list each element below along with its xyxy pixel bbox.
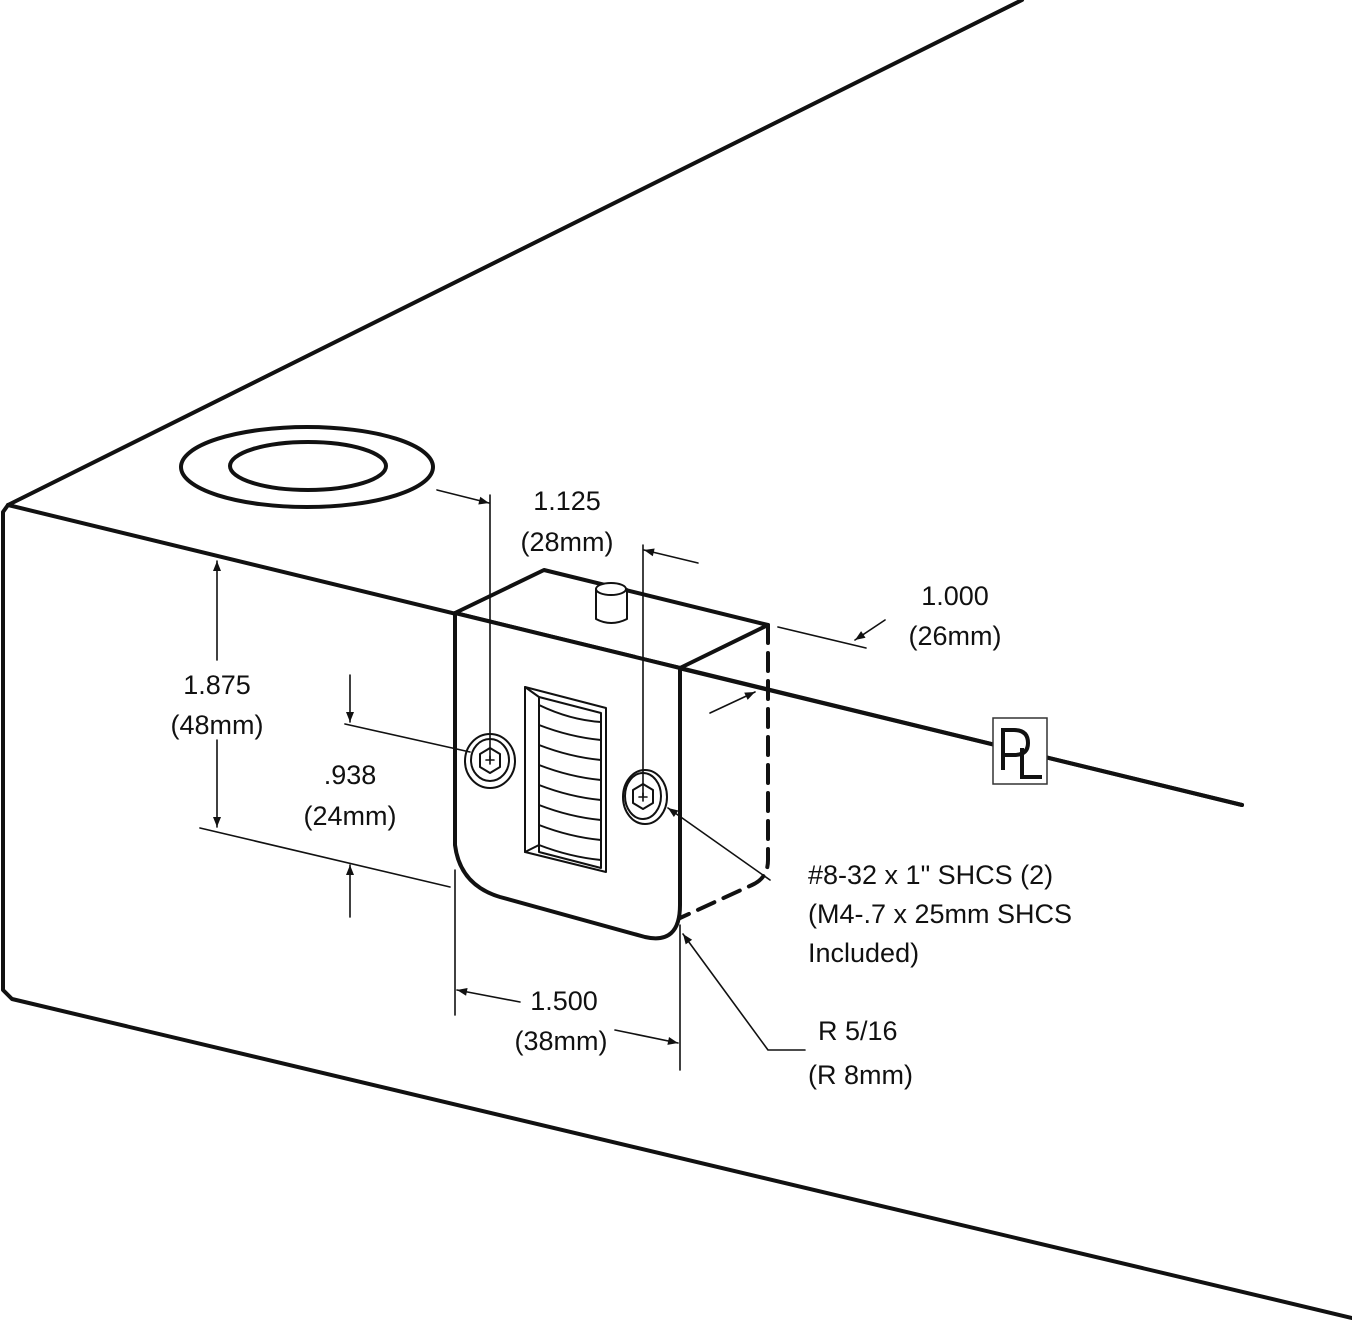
screw-callout-line2: (M4-.7 x 25mm SHCS	[808, 899, 1072, 929]
alignment-pin	[595, 582, 628, 624]
height-dimension-value: 1.875	[183, 670, 251, 700]
screw-callout-line3: Included)	[808, 938, 919, 968]
pl-logo	[992, 717, 1048, 785]
screw-offset-dimension-value: .938	[324, 760, 377, 790]
height-dimension-metric: (48mm)	[171, 710, 264, 740]
screw-offset-dimension-metric: (24mm)	[304, 801, 397, 831]
depth-dimension-metric: (26mm)	[909, 621, 1002, 651]
screw-callout-line1: #8-32 x 1" SHCS (2)	[808, 860, 1053, 890]
radius-callout-line1: R 5/16	[818, 1016, 898, 1046]
length-dimension-value: 1.500	[530, 986, 598, 1016]
width-dimension-metric: (28mm)	[521, 527, 614, 557]
mounting-hole	[179, 425, 435, 509]
width-dimension-value: 1.125	[533, 486, 601, 516]
dimension-lines	[199, 489, 886, 1071]
release-window	[524, 686, 607, 873]
length-dimension-metric: (38mm)	[515, 1026, 608, 1056]
screw-right	[622, 769, 668, 825]
radius-callout-line2: (R 8mm)	[808, 1060, 913, 1090]
depth-dimension-value: 1.000	[921, 581, 989, 611]
